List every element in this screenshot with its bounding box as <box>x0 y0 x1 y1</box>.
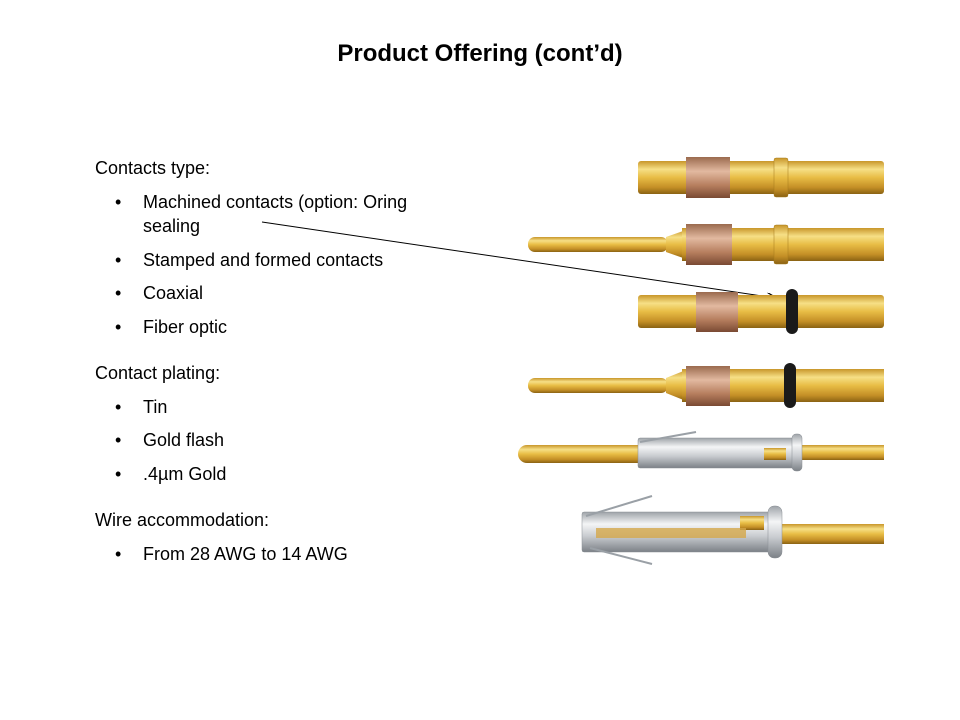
bullet-icon: • <box>115 283 122 303</box>
bullet-icon: • <box>115 396 122 417</box>
list-item: • Coaxial <box>95 281 455 305</box>
list-item: • Stamped and formed contacts <box>95 248 455 272</box>
list-item-text: Coaxial <box>143 283 204 303</box>
bullet-icon: • <box>115 249 122 270</box>
list-item-text: Fiber optic <box>143 316 228 337</box>
section-contact-plating: Contact plating: • Tin • Gold flash • .4µm … <box>95 361 455 486</box>
list-item: • .4µm Gold <box>95 462 455 486</box>
bullet-list: • From 28 AWG to 14 AWG <box>95 542 455 566</box>
list-item-text: From 28 AWG to 14 AWG <box>143 543 348 564</box>
list-item: • Gold flash <box>95 428 455 452</box>
list-item-text: Machined contacts (option: Oring sealing <box>143 192 408 236</box>
list-item-text: Tin <box>143 396 168 417</box>
machined-pin-contact-oring-image <box>528 363 884 408</box>
machined-socket-contact-image <box>638 157 884 198</box>
text-content: Contacts type: • Machined contacts (optio… <box>95 156 455 588</box>
list-item-text: Gold flash <box>143 430 225 450</box>
bullet-icon: • <box>115 543 122 564</box>
section-heading: Wire accommodation: <box>95 509 270 530</box>
bullet-list: • Tin • Gold flash • .4µm Gold <box>95 395 455 486</box>
list-item: • Fiber optic <box>95 315 455 339</box>
section-heading: Contact plating: <box>95 362 221 383</box>
slide-title: Product Offering (cont’d) <box>337 40 623 67</box>
list-item-text: .4µm Gold <box>143 463 227 484</box>
section-heading: Contacts type: <box>95 158 211 178</box>
section-wire-accommodation: Wire accommodation: • From 28 AWG to 14 A… <box>95 508 455 566</box>
bullet-list: • Machined contacts (option: Oring sealin… <box>95 190 455 339</box>
list-item: • From 28 AWG to 14 AWG <box>95 542 455 566</box>
section-contacts-type: Contacts type: • Machined contacts (optio… <box>95 156 455 339</box>
bullet-icon: • <box>115 316 122 337</box>
bullet-icon: • <box>115 463 122 484</box>
contacts-image <box>518 157 884 565</box>
list-item: • Tin <box>95 395 455 419</box>
bullet-icon: • <box>115 430 122 450</box>
list-item-text: Stamped and formed contacts <box>143 249 384 270</box>
machined-socket-contact-oring-image <box>638 289 884 334</box>
machined-pin-contact-image <box>528 224 884 265</box>
stamped-pin-contact-image <box>518 431 884 472</box>
list-item: • Machined contacts (option: Oring sealin… <box>95 190 455 238</box>
bullet-icon: • <box>115 192 122 212</box>
stamped-socket-contact-image <box>581 495 884 565</box>
